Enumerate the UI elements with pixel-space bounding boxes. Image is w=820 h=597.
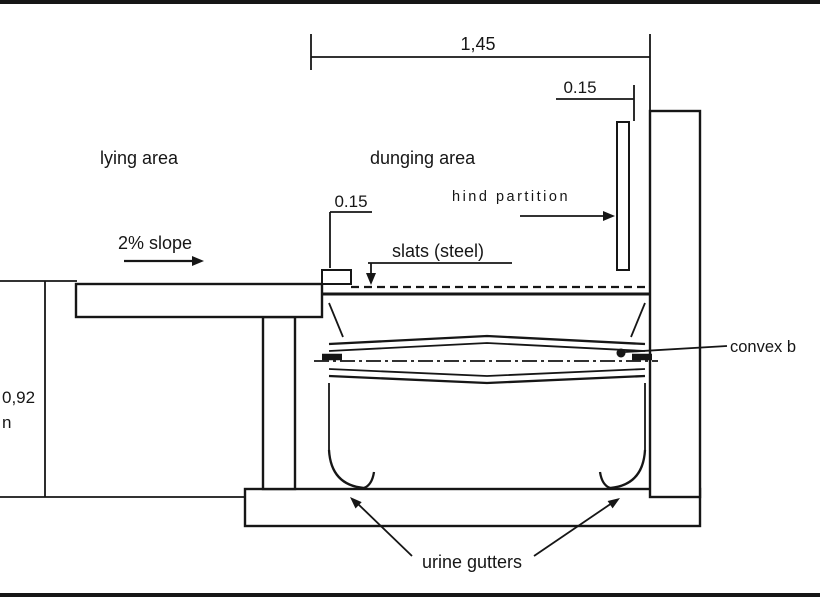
dim-kerb-label: 0.15 <box>334 192 367 211</box>
support-column <box>261 315 297 491</box>
urine-gutters-leader-right <box>533 502 613 557</box>
beam-bottom-line-outer <box>328 374 646 385</box>
kerb-step <box>321 269 352 285</box>
urine-gutters-arrowhead-left-icon <box>350 497 362 509</box>
dim-width-label: 1,45 <box>460 34 495 54</box>
urine-gutter-left-lip <box>363 471 376 490</box>
urine-gutters-leader-left <box>356 502 413 557</box>
beam-bottom-line-inner <box>328 368 646 377</box>
convex-beam-callout-dot <box>616 348 626 358</box>
hind-partition-arrowhead-icon <box>603 211 615 221</box>
base-slab <box>243 487 702 528</box>
urine-gutters-label: urine gutters <box>422 552 522 572</box>
slats-label: slats (steel) <box>392 241 484 261</box>
dim-height-label: 0,92 <box>2 388 35 407</box>
top-border-bar <box>0 0 820 4</box>
lying-area-label: lying area <box>100 148 179 168</box>
urine-gutter-left <box>327 449 365 490</box>
slat-support-diagonal-left <box>328 302 344 338</box>
hind-partition-panel <box>616 121 630 271</box>
slope-label: 2% slope <box>118 233 192 253</box>
convex-beam-label: convex b <box>730 338 796 356</box>
hind-partition-label: hind partition <box>452 189 570 205</box>
lying-area-slab <box>74 282 324 319</box>
slat-support-diagonal-right <box>630 302 646 338</box>
beam-top-line-inner <box>328 342 646 352</box>
rear-wall <box>648 109 702 499</box>
urine-gutters-arrowhead-right-icon <box>607 498 620 509</box>
dim-partition-offset-label: 0.15 <box>563 78 596 97</box>
bottom-border-bar <box>0 593 820 597</box>
urine-gutter-right <box>609 449 647 490</box>
slats-arrowhead-icon <box>366 273 376 285</box>
dim-height-unit-label: n <box>2 413 11 432</box>
beam-top-line-outer <box>328 334 646 346</box>
slope-arrowhead-icon <box>192 256 204 266</box>
convex-beam-leader <box>624 345 728 353</box>
urine-gutter-right-lip <box>598 471 611 490</box>
dunging-area-label: dunging area <box>370 148 476 168</box>
